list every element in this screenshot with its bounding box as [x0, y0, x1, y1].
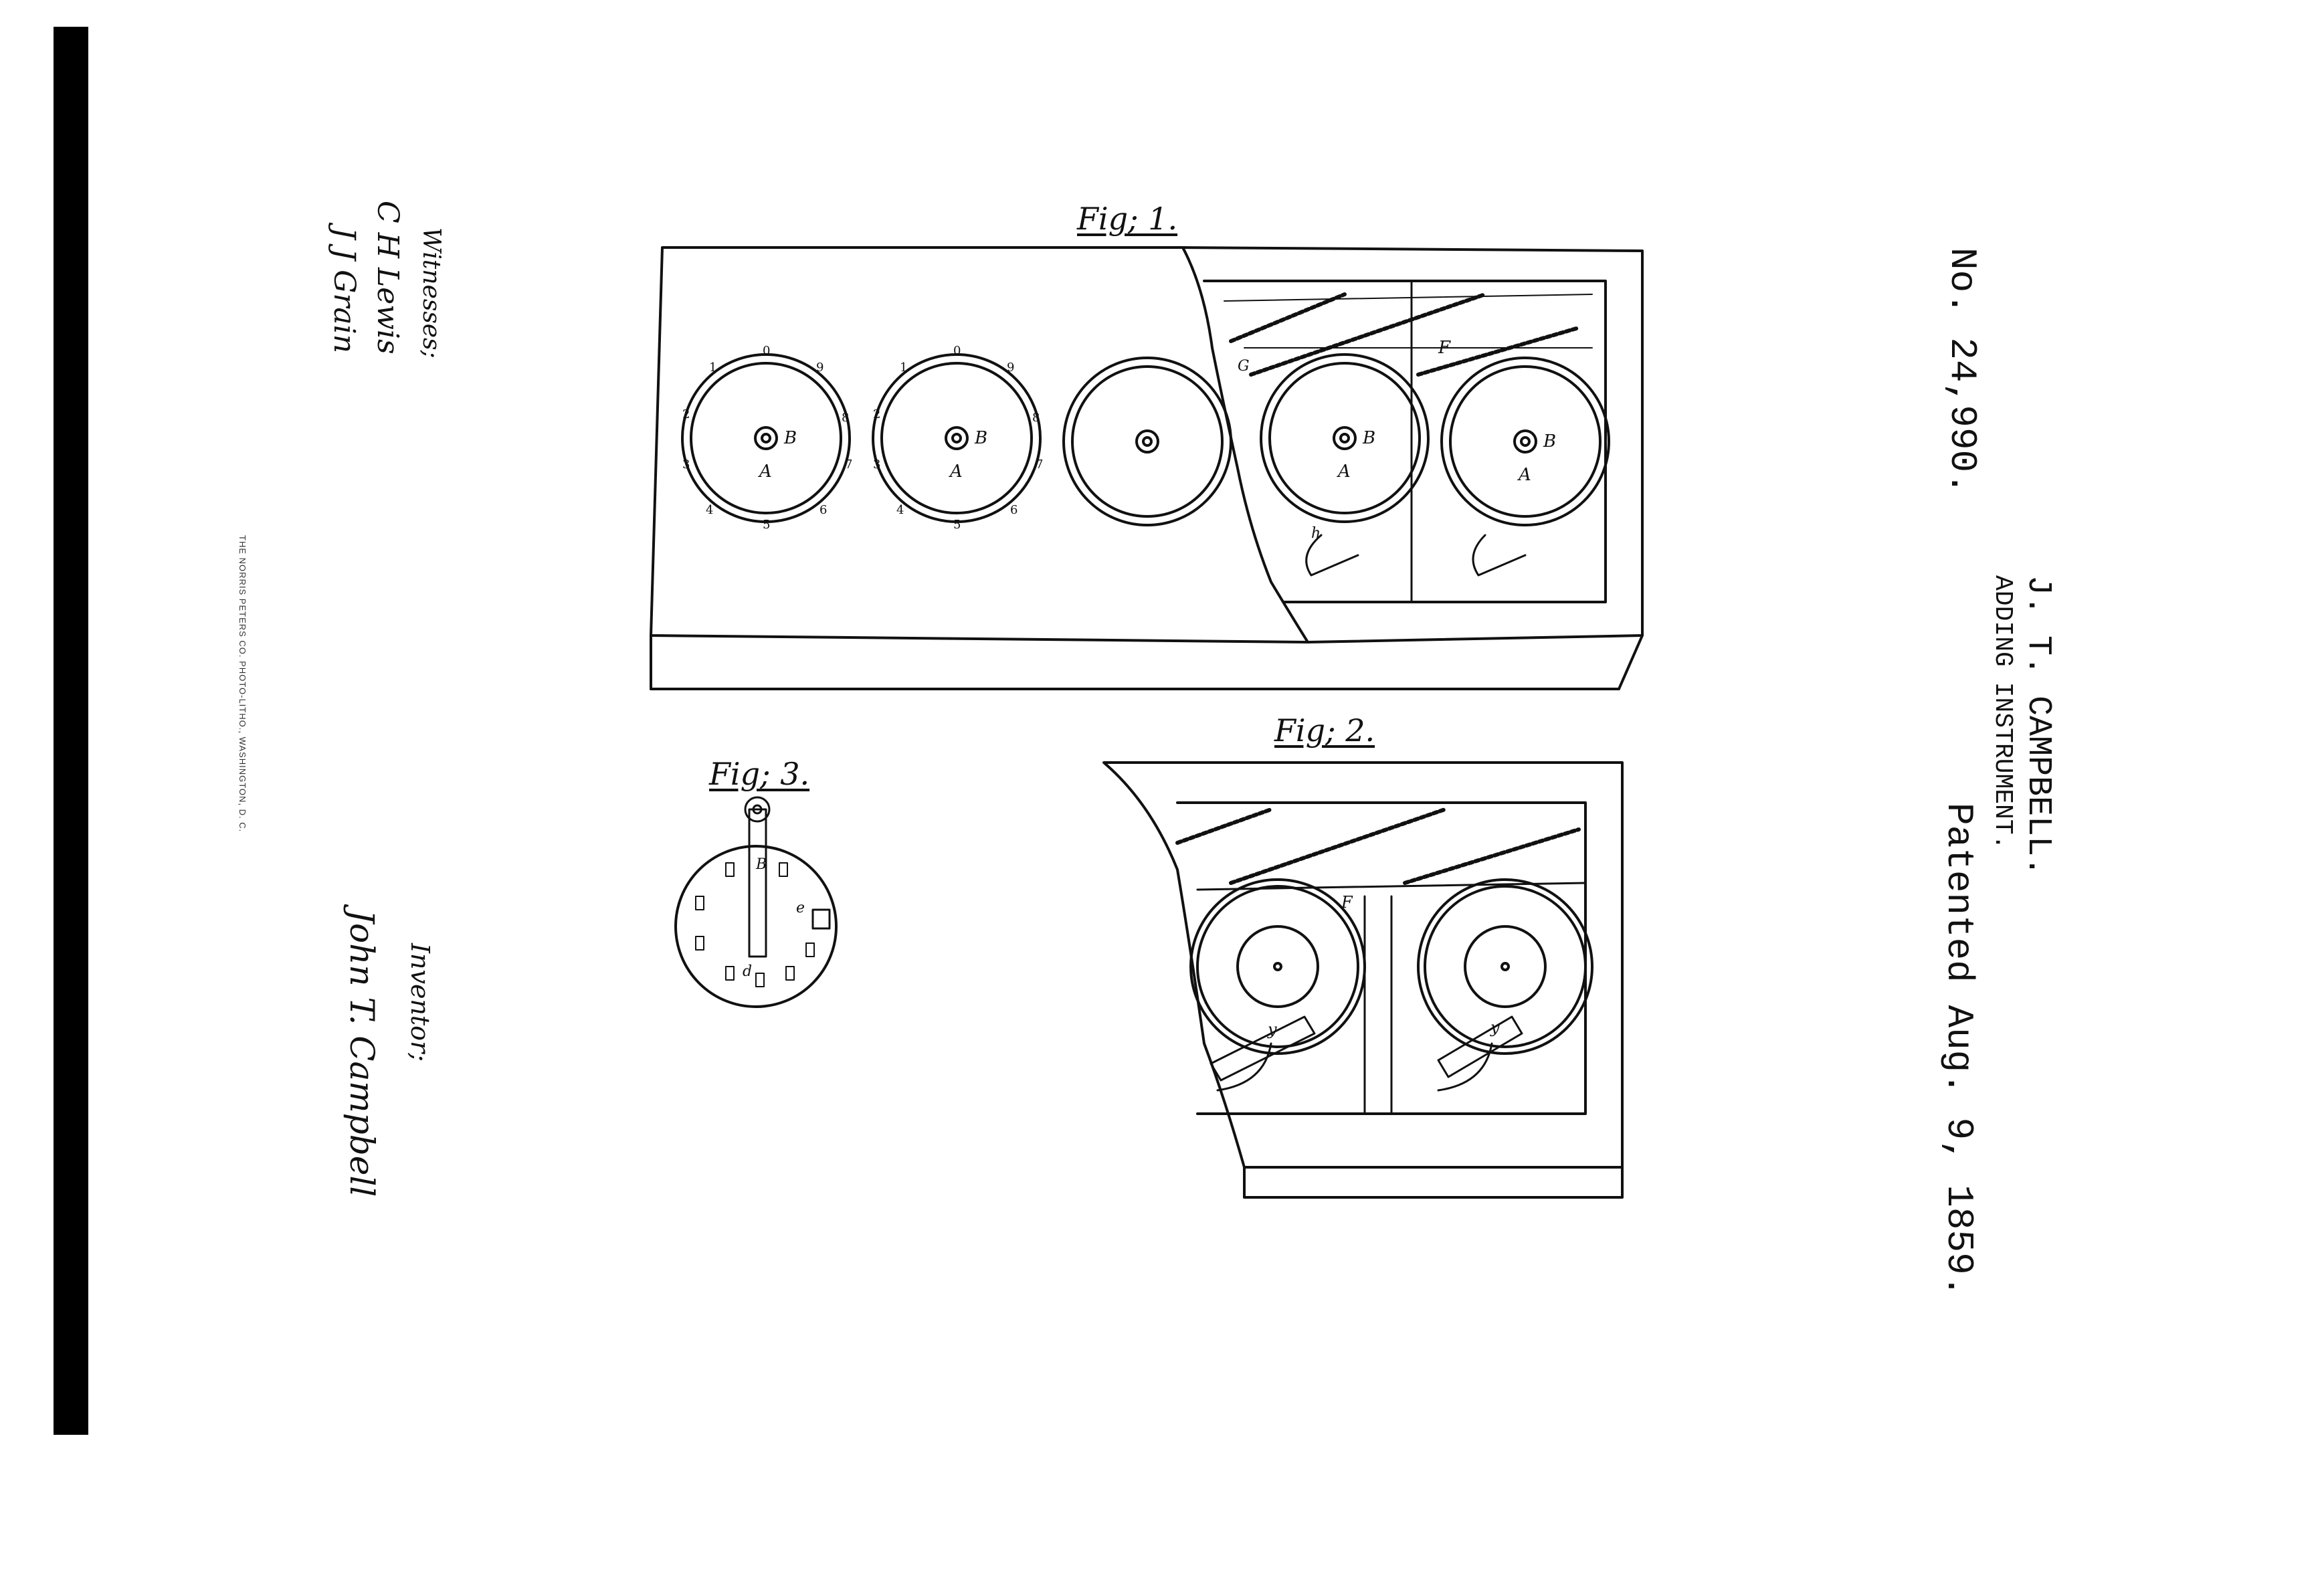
patent-number: No. 24,990.	[1941, 247, 1983, 495]
part-letter-d: d	[743, 963, 753, 980]
svg-text:7: 7	[1036, 458, 1043, 472]
svg-text:3: 3	[682, 458, 690, 472]
dial-letter-a: A	[759, 462, 772, 482]
witness-name-1: C H Lewis	[371, 201, 405, 355]
witnesses-heading: Witnesses;	[417, 227, 445, 359]
dial-letter-a: A	[1338, 462, 1351, 482]
svg-text:4: 4	[706, 503, 713, 517]
part-letter-y: y	[1268, 1020, 1277, 1039]
inventor-name: J. T. CAMPBELL.	[2019, 575, 2057, 877]
lithographer-imprint: THE NORRIS PETERS CO. PHOTO-LITHO., WASH…	[237, 535, 248, 833]
svg-text:7: 7	[845, 458, 852, 472]
svg-text:2: 2	[682, 407, 690, 421]
dial-letter-a: A	[950, 462, 963, 482]
part-letter-h: h	[1311, 525, 1321, 542]
svg-text:1: 1	[900, 361, 907, 375]
patent-date: Patented Aug. 9, 1859.	[1937, 803, 1980, 1298]
svg-text:3: 3	[873, 458, 880, 472]
dial-letter-b: B	[975, 428, 988, 448]
dial-letter-b: B	[784, 428, 797, 448]
svg-text:1: 1	[709, 361, 716, 375]
svg-text:0: 0	[953, 344, 961, 358]
part-letter-f: F	[1341, 893, 1353, 912]
svg-text:5: 5	[763, 518, 770, 532]
fig3-label: Fig; 3.	[709, 756, 810, 792]
part-letter-f: F	[1438, 338, 1451, 358]
part-letter-g: G	[1238, 358, 1250, 375]
svg-text:8: 8	[842, 411, 849, 425]
svg-text:8: 8	[1032, 411, 1040, 425]
fig1-label: Fig; 1.	[1077, 201, 1178, 237]
fig3-drawing	[674, 796, 838, 1008]
dial-letter-a: A	[1519, 465, 1531, 485]
svg-text:9: 9	[816, 361, 824, 375]
part-letter-b: B	[756, 856, 767, 873]
invention-title: ADDING INSTRUMENT.	[1988, 575, 2017, 850]
inventor-heading: Inventor;	[405, 943, 435, 1062]
fig2-drawing	[1102, 761, 1624, 1199]
part-letter-y: y	[1490, 1018, 1500, 1037]
scan-edge-bar	[54, 27, 88, 1435]
fig2-label: Fig; 2.	[1274, 712, 1375, 749]
dial-letter-b: B	[1363, 428, 1376, 448]
part-letter-e: e	[796, 900, 805, 916]
svg-text:4: 4	[896, 503, 904, 517]
dial-letter-b: B	[1543, 431, 1557, 452]
fig1-drawing	[650, 246, 1644, 690]
svg-text:6: 6	[1010, 503, 1018, 517]
svg-text:2: 2	[873, 407, 880, 421]
inventor-signature: John T. Campbell	[343, 910, 381, 1197]
svg-text:5: 5	[953, 518, 961, 532]
svg-text:6: 6	[819, 503, 827, 517]
witness-name-2: J J Grain	[327, 227, 361, 354]
svg-text:0: 0	[763, 344, 770, 358]
svg-text:9: 9	[1007, 361, 1014, 375]
